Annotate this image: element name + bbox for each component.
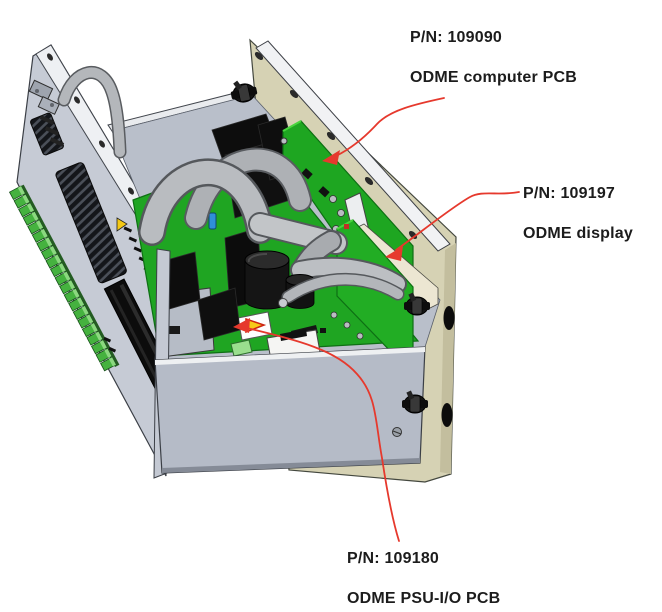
- ribbon-cables: [138, 147, 312, 246]
- lower-ribbon-sweep: [281, 272, 405, 304]
- part-number: P/N: 109180: [347, 550, 440, 567]
- part-name: ODME PSU-I/O PCB: [347, 590, 501, 607]
- callout-line-psu: [246, 327, 400, 542]
- callout-arrowheads: [233, 150, 403, 333]
- terminal-block-strip: [9, 184, 120, 372]
- callout-display: P/N: 109197 ODME display: [523, 184, 633, 243]
- part-number: P/N: 109090: [410, 29, 503, 46]
- wall-screw: [392, 427, 402, 437]
- arrowhead-computer-pcb: [322, 150, 340, 165]
- callout-computer-pcb: P/N: 109090 ODME computer PCB: [410, 28, 577, 87]
- ribbon-cable-over-panel: [57, 66, 127, 159]
- knob-back-oval: [443, 306, 455, 330]
- part-name: ODME computer PCB: [410, 69, 577, 86]
- part-name: ODME display: [523, 225, 633, 242]
- warning-sticker-small: [116, 217, 128, 232]
- callout-line-computer-pcb: [335, 97, 445, 157]
- display-flat-cable: [248, 212, 407, 294]
- arrowhead-display: [385, 246, 403, 261]
- rear-connectors: [28, 79, 65, 147]
- blue-capacitor: [208, 212, 217, 230]
- callout-psu-io-pcb: P/N: 109180 ODME PSU-I/O PCB: [347, 549, 500, 608]
- arrowhead-psu: [233, 318, 250, 333]
- callout-leaders: [246, 97, 520, 542]
- chassis-front-wall: [154, 346, 426, 474]
- part-number: P/N: 109197: [523, 185, 616, 202]
- vent-grille: [30, 112, 127, 284]
- knob-back-oval: [441, 403, 453, 427]
- hex-standoff: [278, 298, 288, 308]
- callout-line-display: [395, 191, 520, 251]
